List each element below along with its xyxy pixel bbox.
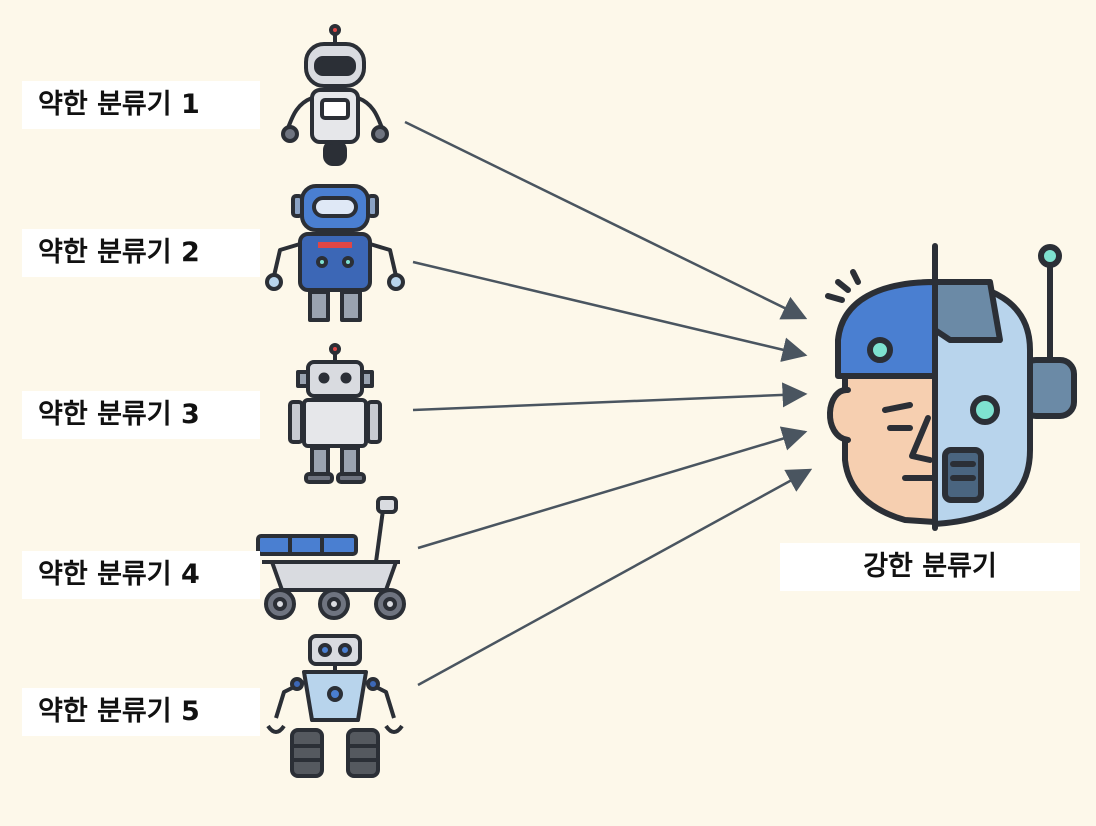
weak-classifier-label-2: 약한 분류기 2	[22, 229, 260, 277]
arrow-5	[417, 468, 813, 687]
strong-classifier-label: 강한 분류기	[780, 543, 1080, 591]
arrow-2	[412, 260, 808, 362]
arrow-3	[412, 382, 808, 412]
weak-classifier-label-1: 약한 분류기 1	[22, 81, 260, 129]
arrow-1	[404, 120, 808, 320]
weak-classifier-label-5: 약한 분류기 5	[22, 688, 260, 736]
weak-classifier-label-4: 약한 분류기 4	[22, 551, 260, 599]
arrow-4	[417, 426, 808, 550]
weak-classifier-label-3: 약한 분류기 3	[22, 391, 260, 439]
